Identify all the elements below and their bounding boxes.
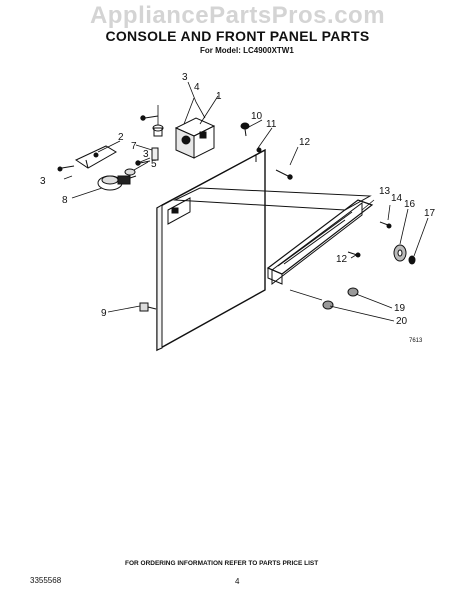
callout-11: 11 [266,119,277,130]
model-subtitle: For Model: LC4900XTW1 [200,46,294,55]
callout-3-top: 3 [182,72,188,83]
callout-3-left: 3 [40,176,46,187]
small-hardware-drawing [57,115,262,176]
bracket-drawing [74,145,117,169]
washers-drawing [322,244,416,310]
page-number: 4 [235,577,240,586]
watermark: AppliancePartsPros.com [89,2,386,29]
leader-lines [63,81,429,322]
callout-12-upper: 12 [299,137,311,148]
screws-drawing [275,169,392,258]
ordering-note: FOR ORDERING INFORMATION REFER TO PARTS … [125,560,319,567]
page-title: CONSOLE AND FRONT PANEL PARTS [105,28,370,44]
clip-drawing [139,302,157,312]
callout-12-lower: 12 [336,254,348,265]
callout-19: 19 [394,303,406,314]
callout-7: 7 [131,141,137,152]
callout-17: 17 [424,208,436,219]
callout-14: 14 [391,193,403,204]
callout-10: 10 [251,111,263,122]
callout-8: 8 [62,195,68,206]
front-panel-drawing [156,148,266,352]
callout-20: 20 [396,316,408,327]
console-housing-drawing [173,187,374,286]
figure-number: 7613 [409,338,423,344]
callout-4: 4 [194,82,200,93]
document-number: 3355568 [30,576,62,585]
callout-13: 13 [379,186,391,197]
callout-2: 2 [118,132,124,143]
callout-3-mid: 3 [143,149,149,160]
callout-1: 1 [216,91,222,102]
timer-drawing [174,117,216,159]
callout-9: 9 [101,308,107,319]
callout-labels: 3 4 1 2 7 3 5 3 8 9 10 11 12 13 14 16 17… [40,72,436,327]
callout-5: 5 [151,159,157,170]
callout-16: 16 [404,199,416,210]
knob-drawing [97,175,137,191]
